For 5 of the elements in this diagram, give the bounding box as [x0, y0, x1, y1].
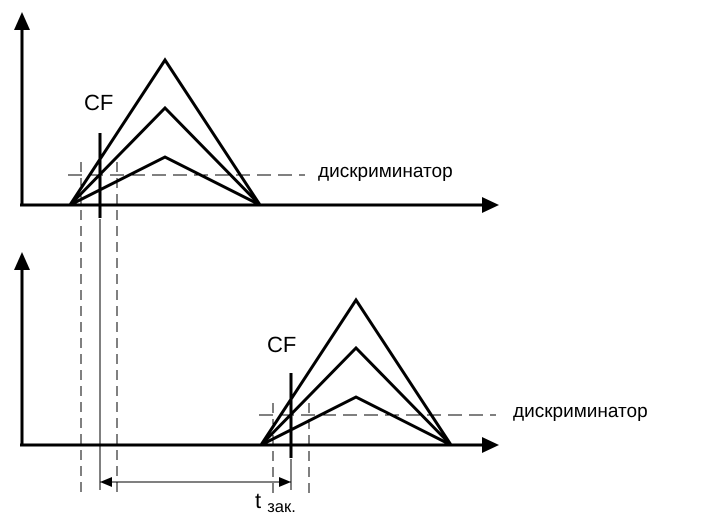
time-label: t $_{зак.}$	[255, 490, 296, 512]
threshold-label: дискриминатор	[318, 162, 453, 181]
signal-label: CF	[84, 92, 114, 114]
signal-label: CF	[267, 334, 296, 356]
threshold-label: дискриминатор	[513, 402, 648, 421]
